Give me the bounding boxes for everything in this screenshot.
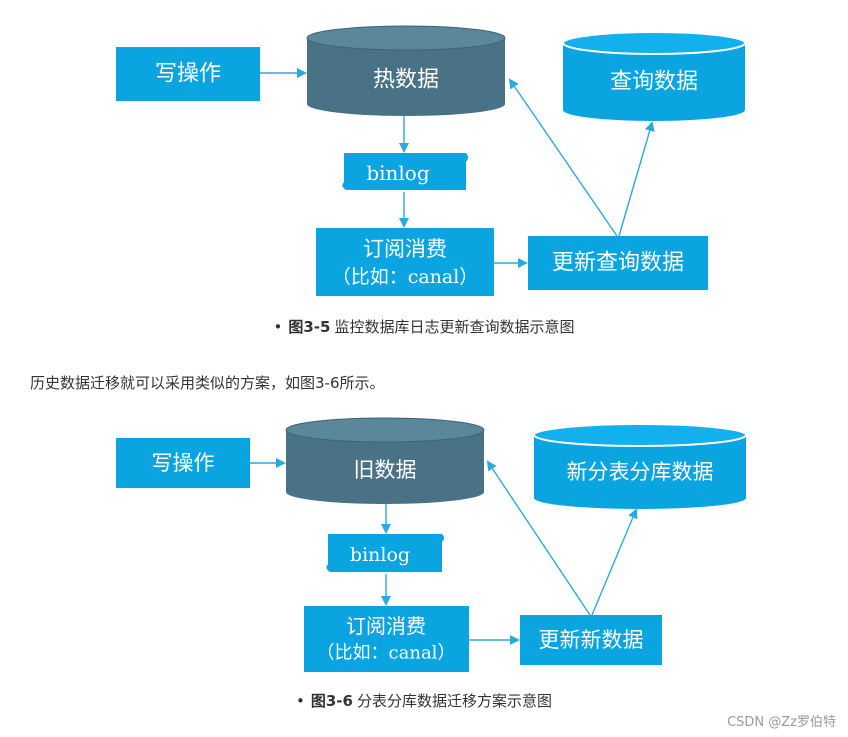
subscribe-consume-example: （比如：canal）	[332, 266, 479, 288]
hot-data-label: 热数据	[373, 68, 439, 93]
arrow-update-to-old-data	[486, 460, 591, 616]
subscribe-consume-label: 订阅消费	[346, 614, 426, 638]
diagram-figure-3-5: 写操作 热数据 binlog 订阅消费 （比如：canal） 更新查询数据	[0, 0, 848, 310]
binlog-document: binlog	[342, 153, 468, 190]
figure-3-5-id: 图3-5	[288, 318, 331, 336]
arrow-update-to-query-data	[618, 121, 655, 237]
subscribe-consume-example: （比如：canal）	[317, 643, 456, 664]
update-new-data-box: 更新新数据	[520, 615, 662, 665]
caption-bullet: •	[273, 318, 283, 336]
old-data-cylinder: 旧数据	[285, 417, 485, 504]
binlog-label: binlog	[350, 544, 410, 566]
figure-3-6-id: 图3-6	[310, 692, 353, 710]
arrow-update-to-new-sharded-data	[591, 508, 638, 616]
caption-bullet: •	[296, 692, 305, 710]
subscribe-consume-label: 订阅消费	[363, 237, 447, 261]
figure-3-5-caption-text: 监控数据库日志更新查询数据示意图	[334, 318, 575, 336]
binlog-label: binlog	[366, 161, 430, 185]
body-paragraph: 历史数据迁移就可以采用类似的方案，如图3-6所示。	[30, 374, 385, 392]
write-operation-box: 写操作	[116, 47, 260, 101]
query-data-cylinder: 查询数据	[562, 31, 746, 121]
write-operation-label: 写操作	[152, 451, 215, 475]
diagram-figure-3-6: 写操作 旧数据 binlog 订阅消费 （比如：canal） 更新新数据	[0, 410, 848, 690]
write-operation-box: 写操作	[116, 438, 250, 488]
subscribe-consume-box: 订阅消费 （比如：canal）	[304, 606, 469, 672]
write-operation-label: 写操作	[155, 62, 221, 87]
subscribe-consume-box: 订阅消费 （比如：canal）	[316, 228, 494, 296]
old-data-label: 旧数据	[354, 458, 417, 482]
update-query-data-box: 更新查询数据	[528, 236, 708, 290]
hot-data-cylinder: 热数据	[306, 25, 506, 116]
binlog-document: binlog	[326, 534, 444, 572]
csdn-watermark: CSDN @Zz罗伯特	[727, 715, 836, 730]
figure-3-6-caption-text: 分表分库数据迁移方案示意图	[356, 692, 552, 710]
new-sharded-data-cylinder: 新分表分库数据	[533, 423, 747, 509]
query-data-label: 查询数据	[610, 70, 698, 95]
update-query-data-label: 更新查询数据	[552, 251, 684, 276]
new-sharded-data-label: 新分表分库数据	[567, 460, 714, 484]
arrow-update-to-hot-data	[508, 78, 618, 237]
update-new-data-label: 更新新数据	[539, 628, 644, 652]
